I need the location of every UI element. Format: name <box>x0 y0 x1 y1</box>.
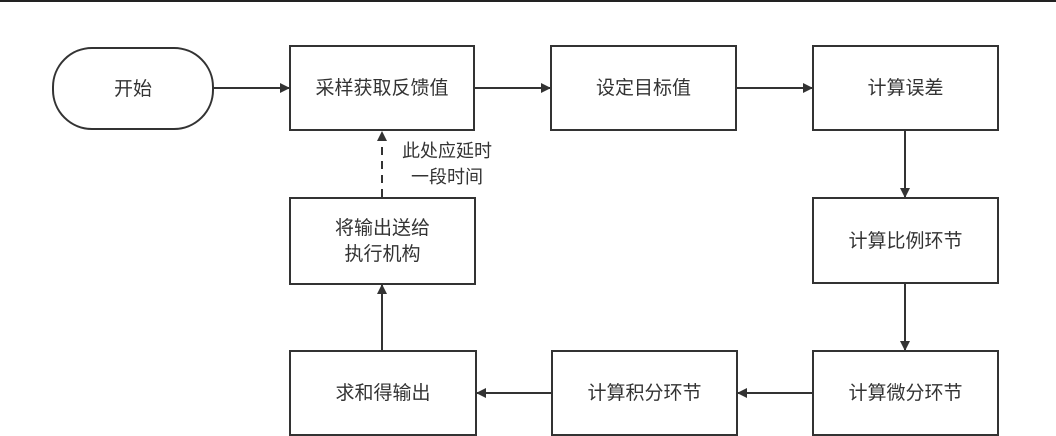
node-calc-derivative: 计算微分环节 <box>812 350 999 436</box>
delay-note-line2: 一段时间 <box>411 167 483 188</box>
node-sample-feedback-label: 采样获取反馈值 <box>315 77 449 99</box>
delay-note: 此处应延时 一段时间 <box>392 139 502 191</box>
top-border <box>0 0 1056 2</box>
node-sum-output-label: 求和得输出 <box>335 382 431 404</box>
node-calc-proportional: 计算比例环节 <box>812 197 999 284</box>
node-sum-output: 求和得输出 <box>289 350 477 436</box>
node-calc-error-label: 计算误差 <box>867 77 944 99</box>
node-start-label: 开始 <box>113 77 152 100</box>
node-calc-integral-label: 计算积分环节 <box>587 382 702 404</box>
node-set-target: 设定目标值 <box>550 45 737 131</box>
node-send-line1: 将输出送给 <box>334 217 430 239</box>
node-send-to-actuator: 将输出送给 执行机构 <box>289 197 476 285</box>
node-sample-feedback: 采样获取反馈值 <box>289 45 475 131</box>
node-calc-error: 计算误差 <box>812 45 999 131</box>
node-calc-proportional-label: 计算比例环节 <box>848 229 963 252</box>
delay-note-line1: 此处应延时 <box>402 141 492 162</box>
node-start: 开始 <box>52 47 214 130</box>
node-set-target-label: 设定目标值 <box>595 77 691 99</box>
node-calc-derivative-label: 计算微分环节 <box>848 382 963 404</box>
node-send-line2: 执行机构 <box>344 243 421 265</box>
node-calc-integral: 计算积分环节 <box>551 350 738 436</box>
